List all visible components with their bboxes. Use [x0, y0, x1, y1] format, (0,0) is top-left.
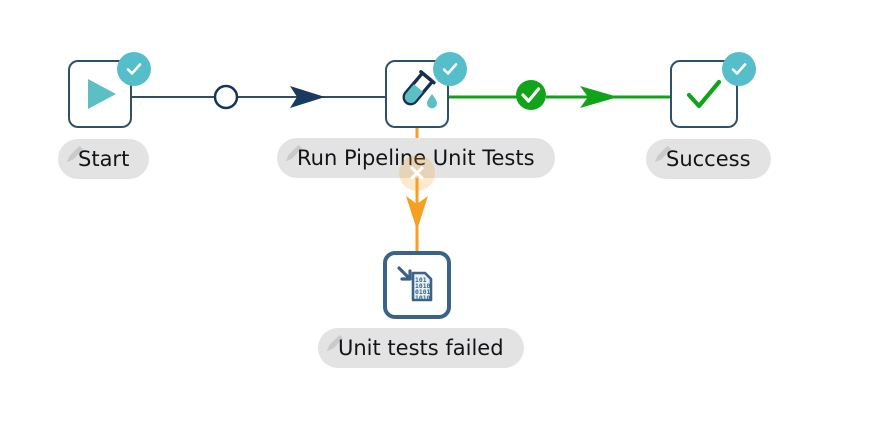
- svg-text:1010: 1010: [415, 282, 431, 290]
- hollow-circle-icon: [213, 84, 239, 110]
- node-label-text: Success: [666, 147, 751, 171]
- status-badge-start[interactable]: [117, 52, 151, 86]
- check-icon: [442, 63, 458, 75]
- node-label-run-pipeline-unit-tests[interactable]: Run Pipeline Unit Tests: [277, 138, 555, 178]
- node-label-text: Unit tests failed: [338, 336, 504, 360]
- check-icon: [731, 63, 747, 75]
- edge-tests-to-success: [449, 86, 670, 108]
- svg-text:1010: 1010: [415, 294, 431, 302]
- check-circle-icon: [516, 80, 546, 110]
- play-icon: [88, 79, 116, 109]
- status-badge-run-pipeline-unit-tests[interactable]: [433, 52, 467, 86]
- node-label-text: Run Pipeline Unit Tests: [297, 146, 535, 170]
- pencil-icon: [66, 145, 84, 163]
- node-label-success[interactable]: Success: [646, 139, 771, 179]
- node-unit-tests-failed[interactable]: 101 1010 0101 1010: [383, 251, 451, 319]
- svg-text:0101: 0101: [415, 288, 431, 296]
- x-circle-icon: [410, 166, 424, 180]
- pencil-icon: [654, 145, 672, 163]
- svg-text:101: 101: [415, 276, 427, 284]
- node-label-text: Start: [78, 147, 130, 171]
- node-label-unit-tests-failed[interactable]: Unit tests failed: [318, 328, 524, 368]
- edge-status-x-badge[interactable]: [399, 155, 435, 191]
- edge-start-to-tests: [132, 86, 385, 108]
- pencil-icon: [326, 334, 344, 352]
- test-tube-icon: [402, 70, 437, 109]
- pencil-icon: [285, 144, 303, 162]
- binary-file-icon: 101 1010 0101 1010: [397, 266, 433, 302]
- status-badge-success[interactable]: [722, 52, 756, 86]
- node-label-start[interactable]: Start: [58, 139, 150, 179]
- checkmark-icon: [686, 79, 722, 109]
- check-icon: [126, 63, 142, 75]
- node-run-pipeline-unit-tests[interactable]: [385, 60, 449, 128]
